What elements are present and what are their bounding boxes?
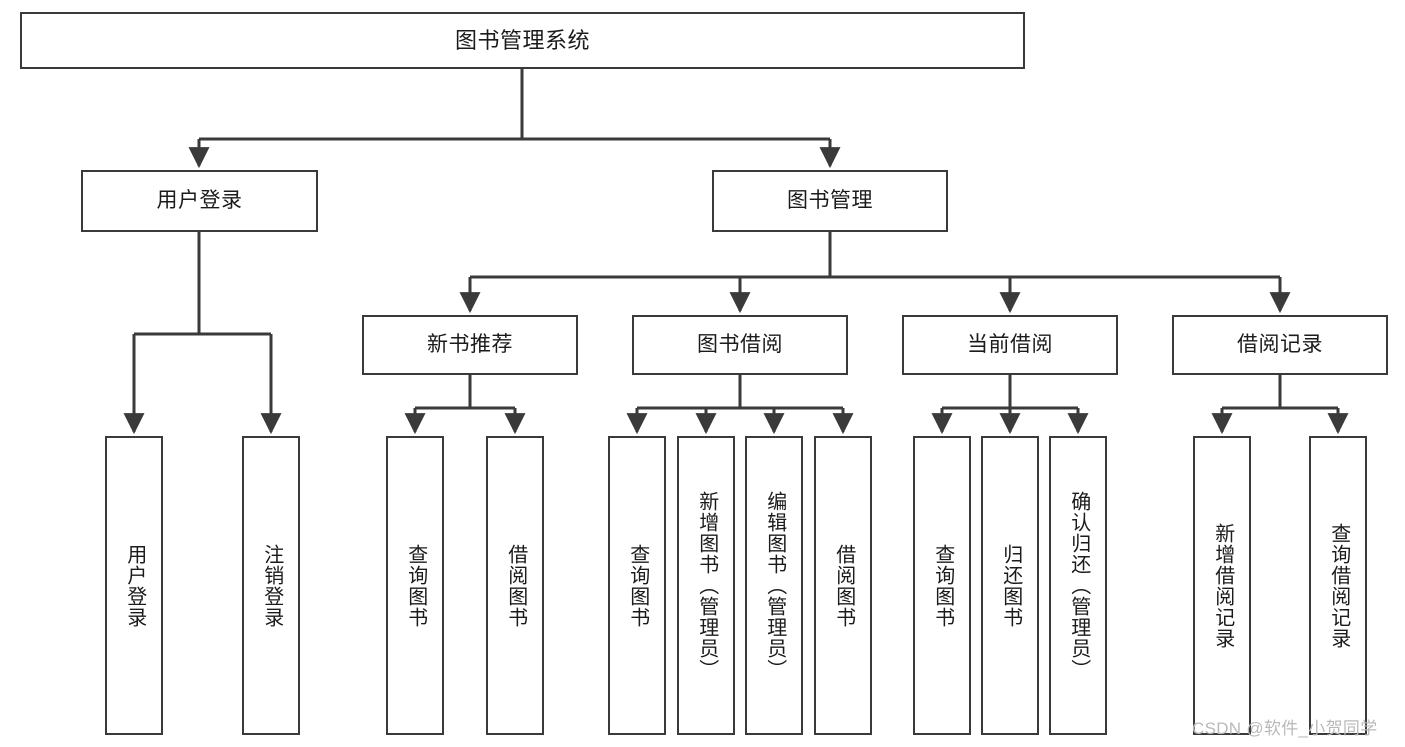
leaf-user-login-label: 用户登录 — [123, 543, 146, 628]
leaf-logout[interactable]: 注销登录 — [242, 436, 300, 735]
leaf-records-query-record[interactable]: 查询借阅记录 — [1309, 436, 1367, 735]
leaf-borrow-add-book[interactable]: 新增图书（管理员） — [677, 436, 735, 735]
leaf-borrow-query-book[interactable]: 查询图书 — [608, 436, 666, 735]
node-book-management-label: 图书管理 — [787, 188, 873, 212]
leaf-borrow-borrow-book-label: 借阅图书 — [832, 543, 855, 628]
node-borrow-records[interactable]: 借阅记录 — [1172, 315, 1388, 375]
leaf-current-confirm-return-label: 确认归还（管理员） — [1067, 491, 1090, 680]
leaf-newbook-query-book-label: 查询图书 — [404, 543, 427, 628]
leaf-borrow-borrow-book[interactable]: 借阅图书 — [814, 436, 872, 735]
leaf-current-query-book-label: 查询图书 — [931, 543, 954, 628]
leaf-borrow-edit-book[interactable]: 编辑图书（管理员） — [745, 436, 803, 735]
node-user-login[interactable]: 用户登录 — [81, 170, 318, 232]
node-book-borrow[interactable]: 图书借阅 — [632, 315, 848, 375]
node-user-login-label: 用户登录 — [156, 188, 243, 212]
leaf-current-confirm-return[interactable]: 确认归还（管理员） — [1049, 436, 1107, 735]
node-book-management[interactable]: 图书管理 — [712, 170, 948, 232]
leaf-borrow-edit-book-label: 编辑图书（管理员） — [763, 491, 786, 680]
node-current-borrow[interactable]: 当前借阅 — [902, 315, 1118, 375]
leaf-borrow-add-book-label: 新增图书（管理员） — [695, 491, 718, 680]
leaf-records-add-record-label: 新增借阅记录 — [1211, 522, 1234, 649]
node-new-book-recommend[interactable]: 新书推荐 — [362, 315, 578, 375]
node-borrow-records-label: 借阅记录 — [1237, 332, 1323, 356]
node-current-borrow-label: 当前借阅 — [967, 332, 1053, 356]
leaf-user-login[interactable]: 用户登录 — [105, 436, 163, 735]
node-root[interactable]: 图书管理系统 — [20, 12, 1025, 69]
leaf-newbook-query-book[interactable]: 查询图书 — [386, 436, 444, 735]
node-root-label: 图书管理系统 — [454, 27, 590, 53]
leaf-records-add-record[interactable]: 新增借阅记录 — [1193, 436, 1251, 735]
leaf-current-return-book[interactable]: 归还图书 — [981, 436, 1039, 735]
leaf-logout-label: 注销登录 — [260, 543, 283, 628]
node-new-book-recommend-label: 新书推荐 — [427, 332, 513, 356]
leaf-newbook-borrow-book[interactable]: 借阅图书 — [486, 436, 544, 735]
leaf-newbook-borrow-book-label: 借阅图书 — [504, 543, 527, 628]
leaf-records-query-record-label: 查询借阅记录 — [1327, 522, 1350, 649]
node-book-borrow-label: 图书借阅 — [697, 332, 783, 356]
leaf-borrow-query-book-label: 查询图书 — [626, 543, 649, 628]
leaf-current-return-book-label: 归还图书 — [999, 543, 1022, 628]
csdn-watermark: CSDN @软件_小贺同学 — [1192, 719, 1378, 738]
leaf-current-query-book[interactable]: 查询图书 — [913, 436, 971, 735]
